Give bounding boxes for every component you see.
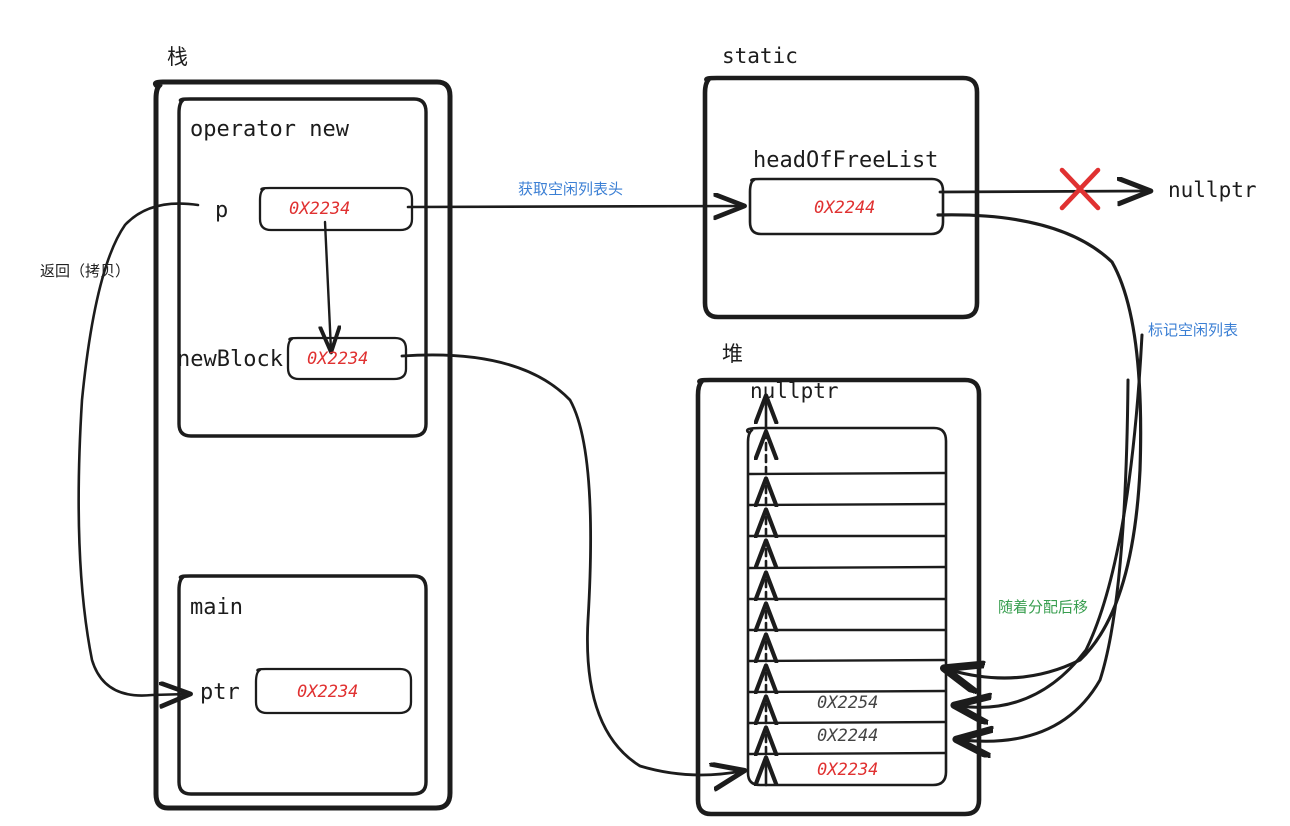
heap-cell-value-10: 0X2234 <box>817 760 879 780</box>
arrow-markfreelist-3 <box>962 378 1130 741</box>
var-newblock-value-box <box>286 336 408 381</box>
var-label-headoffreelist: headOfFreeList <box>753 148 939 173</box>
arrow-return-copy <box>77 202 200 696</box>
var-label-p: p <box>215 198 229 223</box>
heap-cells-container <box>745 426 948 787</box>
annotation-shift-with-alloc: 随着分配后移 <box>998 598 1089 616</box>
heap-cell-value-8: 0X2254 <box>817 693 879 713</box>
static-zone-box <box>702 75 980 320</box>
zone-label-stack: 栈 <box>167 45 188 69</box>
annotation-mark-free-list: 标记空闲列表 <box>1148 321 1239 339</box>
zone-label-static: static <box>722 44 798 68</box>
frame-label-main: main <box>190 595 243 620</box>
connector-p-to-newblock <box>325 220 331 350</box>
var-label-newblock: newBlock <box>177 347 283 372</box>
annotation-get-free-list-head: 获取空闲列表头 <box>518 180 624 198</box>
arrow-headoffreelist-to-nullptr <box>938 191 1148 192</box>
nullptr-target-label: nullptr <box>1168 178 1257 202</box>
var-value-p: 0X2234 <box>289 199 351 219</box>
frame-main-box <box>177 574 428 796</box>
var-value-headoffreelist: 0X2244 <box>814 198 876 218</box>
var-ptr-value-box <box>254 667 413 715</box>
var-value-newblock: 0X2234 <box>307 349 369 369</box>
heap-cell-value-9: 0X2244 <box>817 726 879 746</box>
var-label-ptr: ptr <box>200 680 240 705</box>
frame-label-operator-new: operator new <box>190 117 349 142</box>
var-p-value-box <box>258 186 414 232</box>
arrow-markfreelist-2 <box>960 333 1144 707</box>
arrow-markfreelist-1 <box>936 213 1143 678</box>
heap-top-nullptr-label: nullptr <box>750 379 839 403</box>
frame-operator-new-box <box>177 97 428 438</box>
stack-zone-box <box>153 79 453 811</box>
zone-label-heap: 堆 <box>722 342 743 366</box>
arrow-newblock-to-heap-cell <box>400 353 742 775</box>
annotation-return-copy: 返回（拷贝） <box>40 262 131 280</box>
arrow-p-to-headoffreelist <box>406 206 742 207</box>
cross-out-red-x <box>1059 167 1101 211</box>
var-value-ptr: 0X2234 <box>297 682 359 702</box>
var-headoffreelist-value-box <box>748 177 945 236</box>
heap-zone-box <box>695 377 982 817</box>
